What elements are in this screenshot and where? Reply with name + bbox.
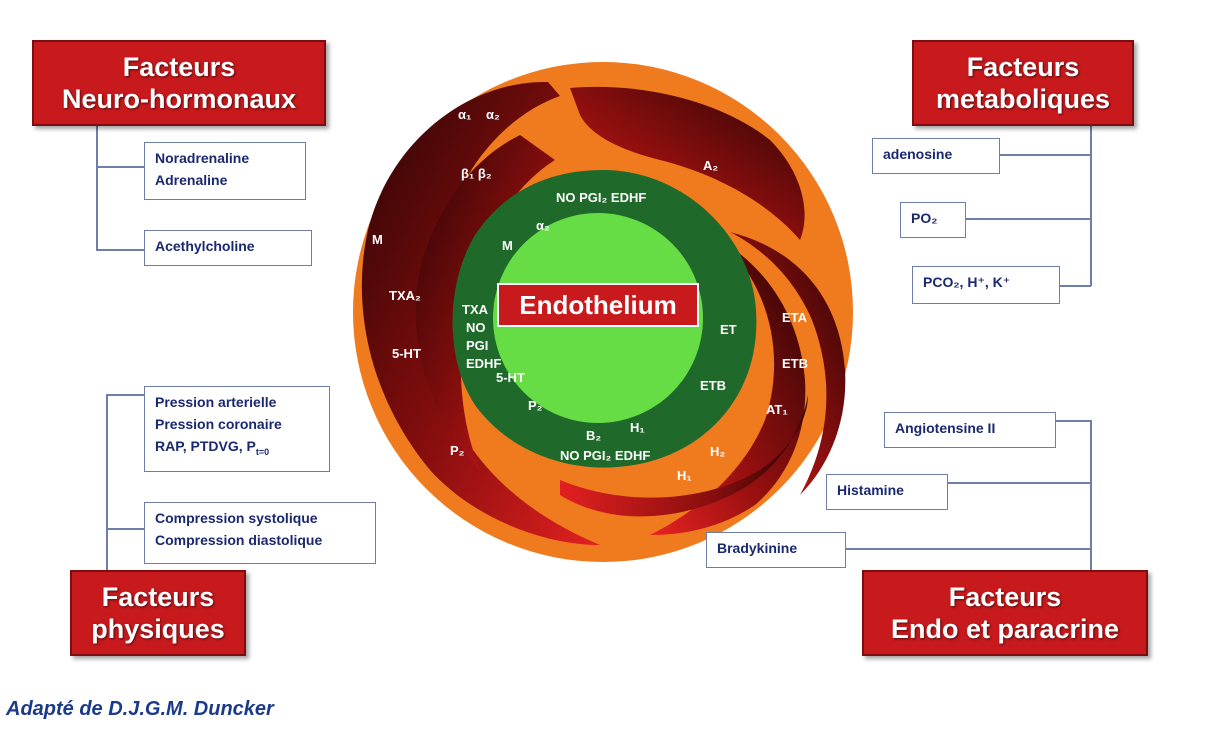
label-5HT-outer: 5-HT [392,346,421,361]
text-rap-ptdvg-sub: t=0 [255,446,270,457]
endo-label-ETB: ETB [700,378,726,393]
label-M-outer: M [372,232,383,247]
label-H1-outer: H₁ [677,468,692,483]
label-H2: H₂ [710,444,725,459]
box-adenosine: adenosine [872,138,1000,174]
connector-phys-h2 [106,528,144,530]
endo-label-M: M [502,238,513,253]
box-histamine: Histamine [826,474,948,510]
box-noradrenaline-adrenaline: Noradrenaline Adrenaline [144,142,306,200]
header-phys-line2: physiques [91,614,225,644]
muscle-band-outer-right [730,232,846,495]
connector-endo-h3 [846,548,1090,550]
connector-neuro-h1 [96,166,144,168]
muscle-band-top [570,86,805,240]
header-neuro-line1: Facteurs [122,52,236,82]
header-meta-line2: metaboliques [935,84,1111,114]
label-alpha1: α₁ [458,107,471,122]
label-ETB-outer: ETB [782,356,808,371]
header-endo-line1: Facteurs [948,582,1062,612]
header-phys-line1: Facteurs [101,582,215,612]
text-pression-arterielle: Pression arterielle [155,394,277,410]
muscle-band-bottom [560,395,808,517]
header-meta-line1: Facteurs [966,52,1080,82]
label-ETA: ETA [782,310,808,325]
text-angiotensine: Angiotensine II [895,420,996,436]
text-histamine: Histamine [837,482,904,498]
connector-meta-h1 [1000,154,1090,156]
endothelium-title: Endothelium [519,290,676,320]
muscle-band-left [361,81,600,545]
muscle-band-inner-left [415,135,555,470]
text-bradykinine: Bradykinine [717,540,798,556]
endothelium-title-box [497,283,699,327]
endo-label-B2: B₂ [586,428,601,443]
header-endo-line2: Endo et paracrine [890,614,1120,644]
endo-label-NO: NO [466,320,486,335]
text-compression-diastolique: Compression diastolique [155,532,323,548]
text-pco2: PCO₂, H⁺, K⁺ [923,274,1011,290]
box-angiotensine: Angiotensine II [884,412,1056,448]
connector-endo-vertical [1090,420,1092,570]
muscle-band-right [650,240,806,535]
endo-label-alpha2: α₂ [536,218,550,233]
box-compressions: Compression systolique Compression diast… [144,502,376,564]
connector-phys-h1 [106,394,144,396]
label-A2: A₂ [703,158,718,173]
connector-meta-h3 [1060,285,1091,287]
connector-endo-h2 [948,482,1090,484]
endo-label-ET: ET [720,322,737,337]
text-rap-ptdvg-main: RAP, PTDVG, P [155,438,256,454]
connector-meta-vertical [1090,124,1092,286]
endo-label-5HT: 5-HT [496,370,525,385]
text-compression-systolique: Compression systolique [155,510,318,526]
header-metaboliques: Facteurs metaboliques [912,40,1134,126]
box-po2: PO₂ [900,202,966,238]
label-TXA2-outer: TXA₂ [389,288,421,303]
endo-label-TXA: TXA [462,302,489,317]
text-acethylcholine: Acethylcholine [155,238,255,254]
text-adrenaline: Adrenaline [155,172,228,188]
connector-meta-h2 [966,218,1090,220]
header-endo-paracrine: Facteurs Endo et paracrine [862,570,1148,656]
box-bradykinine: Bradykinine [706,532,846,568]
endo-label-P2: P₂ [528,398,543,413]
connector-neuro-h2 [96,249,144,251]
box-acethylcholine: Acethylcholine [144,230,312,266]
text-po2: PO₂ [911,210,938,226]
box-pco2: PCO₂, H⁺, K⁺ [912,266,1060,304]
text-noradrenaline: Noradrenaline [155,150,250,166]
header-neuro-hormonaux: Facteurs Neuro-hormonaux [32,40,326,126]
connector-endo-h1 [1055,420,1091,422]
text-adenosine: adenosine [883,146,953,162]
text-rap-ptdvg: RAP, PTDVG, Pt=0 [155,435,319,463]
label-AT1: AT₁ [766,402,788,417]
header-physiques: Facteurs physiques [70,570,246,656]
endo-label-PGI: PGI [466,338,488,353]
header-neuro-line2: Neuro-hormonaux [61,84,296,114]
endo-label-top: NO PGI₂ EDHF [556,190,646,205]
label-P2-outer: P₂ [450,443,465,458]
label-beta: β₁ β₂ [461,166,492,181]
connector-phys-vertical [106,394,108,570]
box-pressions: Pression arterielle Pression coronaire R… [144,386,330,472]
endo-label-H1: H₁ [630,420,645,435]
connector-neuro-vertical [96,124,98,250]
endo-label-EDHF: EDHF [466,356,501,371]
endo-label-bottom: NO PGI₂ EDHF [560,448,650,463]
text-pression-coronaire: Pression coronaire [155,416,282,432]
credit-text: Adapté de D.J.G.M. Duncker [6,698,274,720]
label-alpha2: α₂ [486,107,500,122]
